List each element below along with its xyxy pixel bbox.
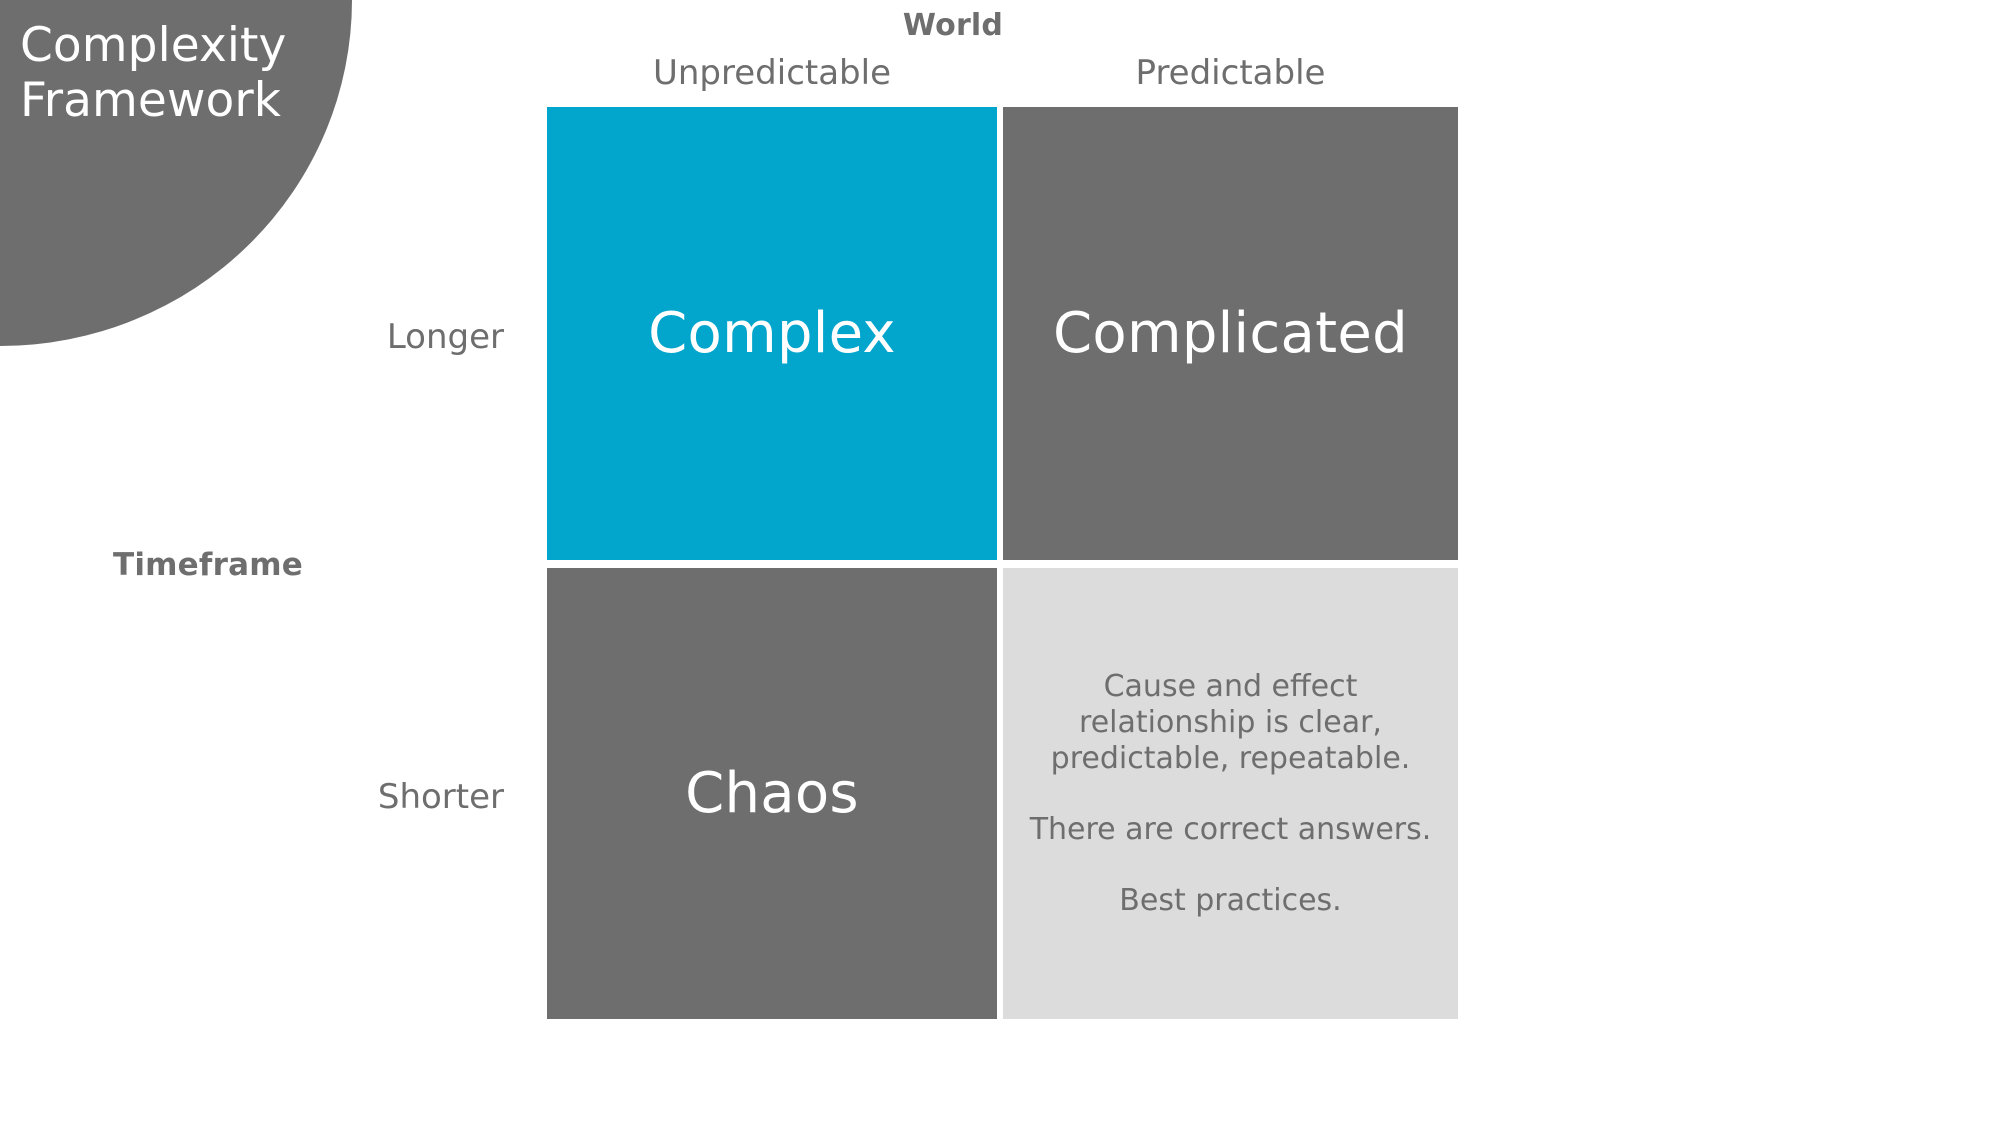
row-header-shorter: Shorter xyxy=(377,777,504,817)
quadrant-complex[interactable]: Complex xyxy=(547,107,997,560)
row-axis-title: Timeframe xyxy=(113,547,303,583)
row-header-longer: Longer xyxy=(386,317,504,357)
quadrant-simple-paragraph-3: Best practices. xyxy=(1119,882,1342,918)
column-axis-title-label: World xyxy=(902,8,1004,43)
corner-badge: Complexity Framework xyxy=(0,0,352,346)
quadrant-simple-paragraph-2: There are correct answers. xyxy=(1029,811,1432,847)
badge-title-line-2: Framework xyxy=(20,72,282,128)
quadrant-chaos[interactable]: Chaos xyxy=(547,568,997,1019)
quadrant-complicated-label: Complicated xyxy=(1053,300,1408,366)
column-header-predictable: Predictable xyxy=(1135,53,1326,93)
column-header-unpredictable: Unpredictable xyxy=(653,53,891,93)
badge-title-line-1: Complexity xyxy=(20,18,287,73)
quadrant-complicated[interactable]: Complicated xyxy=(1003,107,1458,560)
quadrant-simple-paragraph-1: Cause and effect relationship is clear, … xyxy=(1050,668,1411,776)
quadrant-chaos-label: Chaos xyxy=(685,760,859,826)
quadrant-complex-label: Complex xyxy=(648,300,896,366)
quadrant-simple[interactable]: Cause and effect relationship is clear, … xyxy=(1003,568,1458,1019)
